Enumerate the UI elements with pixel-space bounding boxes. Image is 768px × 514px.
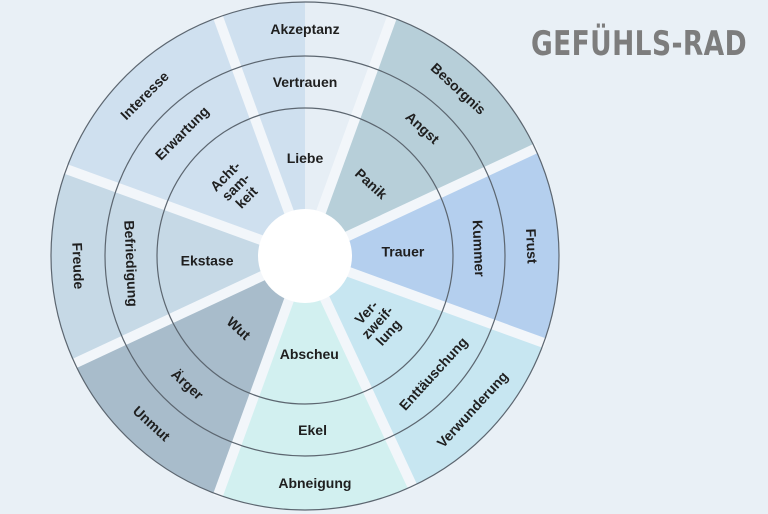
middle-ring-line (104, 55, 506, 457)
sector-bottom-right (305, 256, 544, 487)
label-middle-bottom: Ekel (298, 422, 327, 438)
sector-bottom (218, 256, 413, 511)
sector-bottom-left (74, 256, 305, 495)
outer-ring-line (50, 1, 560, 511)
label-outer-top: Akzeptanz (270, 21, 339, 37)
sector-top-right (305, 17, 536, 257)
label-outer-left: Freude (69, 242, 87, 290)
wheel-hub (258, 209, 352, 303)
label-outer-bottom: Abneigung (278, 475, 351, 491)
label-inner-top: Liebe (287, 150, 324, 166)
label-inner-right: Trauer (382, 244, 425, 260)
inner-ring-line (156, 107, 454, 405)
label-outer-right: Frust (523, 228, 541, 264)
label-middle-left: Befriedigung (121, 220, 141, 307)
label-inner-left: Ekstase (181, 252, 234, 268)
page-title: GEFÜHLS-RAD (531, 24, 747, 64)
label-inner-bottom: Abscheu (280, 346, 339, 362)
sector-left (50, 169, 306, 364)
label-inner-bottom-right: Ver-zweif-lung (347, 292, 407, 352)
label-middle-right: Kummer (470, 220, 488, 278)
label-middle-top: Vertrauen (273, 74, 338, 90)
sector-right (305, 148, 559, 343)
